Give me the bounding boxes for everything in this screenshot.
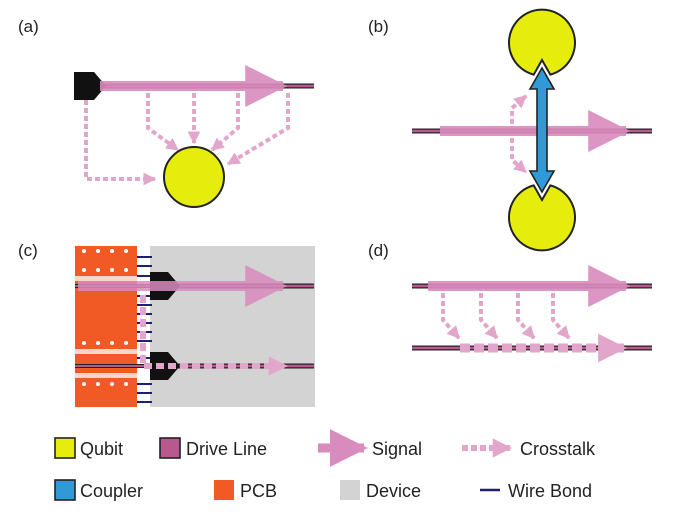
coupler-b xyxy=(528,66,556,194)
legend-device-swatch xyxy=(340,480,360,500)
panel-a-label: (a) xyxy=(18,17,39,36)
legend-pcb-swatch xyxy=(214,480,234,500)
legend-qubit-label: Qubit xyxy=(80,439,123,459)
legend-drive-line-label: Drive Line xyxy=(186,439,267,459)
panel-c: (c) xyxy=(18,241,315,407)
panel-d: (d) xyxy=(368,241,652,363)
panel-d-label: (d) xyxy=(368,241,389,260)
legend-device-label: Device xyxy=(366,481,421,501)
legend-wire-bond-label: Wire Bond xyxy=(508,481,592,501)
legend-drive-line-swatch xyxy=(159,437,181,459)
crosstalk-arrows-d xyxy=(441,293,571,340)
legend-signal-label: Signal xyxy=(372,439,422,459)
device-c xyxy=(150,246,315,407)
legend-crosstalk-label: Crosstalk xyxy=(520,439,596,459)
launch-pad-a xyxy=(74,72,106,100)
panel-b: (b) xyxy=(368,8,652,252)
legend-coupler-label: Coupler xyxy=(80,481,143,501)
panel-c-label: (c) xyxy=(18,241,38,260)
crosstalk-arrows-b xyxy=(510,94,528,174)
qubit-b-top xyxy=(508,8,576,76)
pcb-c xyxy=(75,246,137,407)
legend-qubit-swatch xyxy=(54,437,76,459)
panel-a: (a) xyxy=(18,17,314,208)
panel-b-label: (b) xyxy=(368,17,389,36)
legend: Qubit Drive Line Signal Crosstalk Couple… xyxy=(54,429,596,501)
launch-pad-c-bottom xyxy=(150,352,180,380)
legend-pcb-label: PCB xyxy=(240,481,277,501)
qubit-a xyxy=(163,146,225,208)
qubit-b-bottom xyxy=(508,184,576,252)
crosstalk-arrows-a xyxy=(84,93,290,186)
legend-coupler-swatch xyxy=(54,479,76,501)
wire-bonds-c xyxy=(137,256,152,403)
